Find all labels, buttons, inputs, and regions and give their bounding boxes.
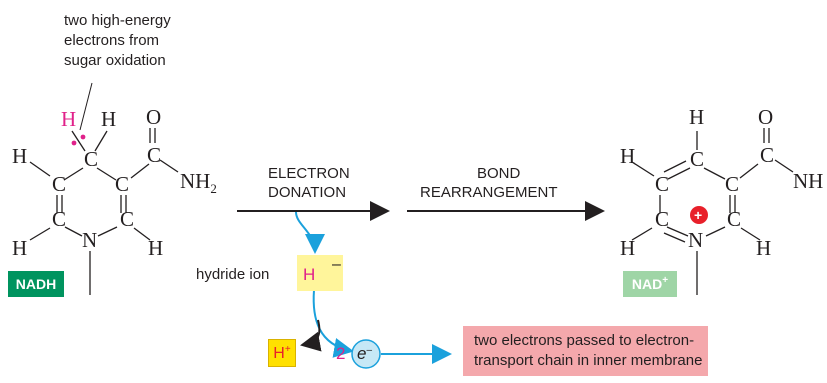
atom-hydrogen: H [101,107,117,131]
atom-carbon-6: C [120,207,135,231]
atom-hydrogen: H [12,144,28,168]
electron-donation-label-1: ELECTRON [268,165,350,182]
nadh-label: NADH [8,271,64,297]
atom-hydrogen-high-energy: H [61,107,77,131]
nad-plus-label: NAD+ [623,271,677,297]
subscript-2: 2 [210,181,217,196]
atom-carbon-5: C [115,172,130,196]
bond-rearrangement-label-2: REARRANGEMENT [420,184,558,201]
hydride-ion-label: hydride ion [196,266,270,283]
atom-carbon-4: C [84,147,99,171]
hydride-to-electrons-curve [312,289,354,358]
proton-symbol: H [273,345,285,362]
note-line-1: two electrons passed to electron- [474,332,695,349]
atom-carbon-6: C [727,207,742,231]
nh-text: NH [180,169,211,193]
atom-nitrogen: N [82,228,98,252]
atom-nh-terminal: NH [793,169,824,193]
annotation-pointer [79,82,93,131]
nadh-bonds [29,128,179,295]
proton-charge: + [284,344,291,355]
atom-oxygen: O [146,105,162,129]
atom-hydrogen: H [620,144,636,168]
hydride-box [297,255,343,291]
atom-hydrogen: H [756,236,772,260]
proton-box: H+ [268,339,296,367]
hydride-release-curve [295,211,325,254]
electron-symbol: e [357,344,367,363]
atom-carbon-2: C [52,207,67,231]
hydride-charge: – [332,256,341,273]
hydride-to-proton-curve [300,319,322,352]
nad-charge: + [662,275,669,286]
hydride-symbol: H [303,265,316,284]
electron-transport-note [463,326,708,376]
electron-dot [71,140,77,146]
electron-charge: – [366,345,373,356]
atom-carbon-amide: C [147,143,162,167]
electron-circle [351,339,381,369]
atom-oxygen: O [758,105,774,129]
note-line-2: transport chain in inner membrane [474,352,703,369]
nad-bonds [631,128,794,295]
atom-nitrogen: N [688,228,704,252]
atom-carbon-3: C [52,172,67,196]
atom-carbon-3: C [655,172,670,196]
atom-carbon-4: C [690,147,705,171]
atom-hydrogen: H [148,236,164,260]
annotation-line-2: electrons from [64,32,160,49]
atom-carbon-2: C [655,207,670,231]
positive-charge-circle [690,206,708,224]
atom-hydrogen: H [620,236,636,260]
electron-dot [80,134,86,140]
positive-charge-sign: + [694,207,703,223]
bond-rearrangement-label-1: BOND [477,165,521,182]
electron-donation-label-2: DONATION [268,184,347,201]
annotation-line-1: two high-energy [64,12,171,29]
electron-count: 2 [336,344,346,363]
atom-carbon-amide: C [760,143,775,167]
atom-hydrogen: H [12,236,28,260]
nad-text: NAD [631,276,663,292]
electron-symbol-group: e– [357,345,372,363]
atom-carbon-5: C [725,172,740,196]
annotation-line-3: sugar oxidation [64,52,166,69]
atom-hydrogen: H [689,105,705,129]
atom-nh2: NH2 [180,169,217,195]
